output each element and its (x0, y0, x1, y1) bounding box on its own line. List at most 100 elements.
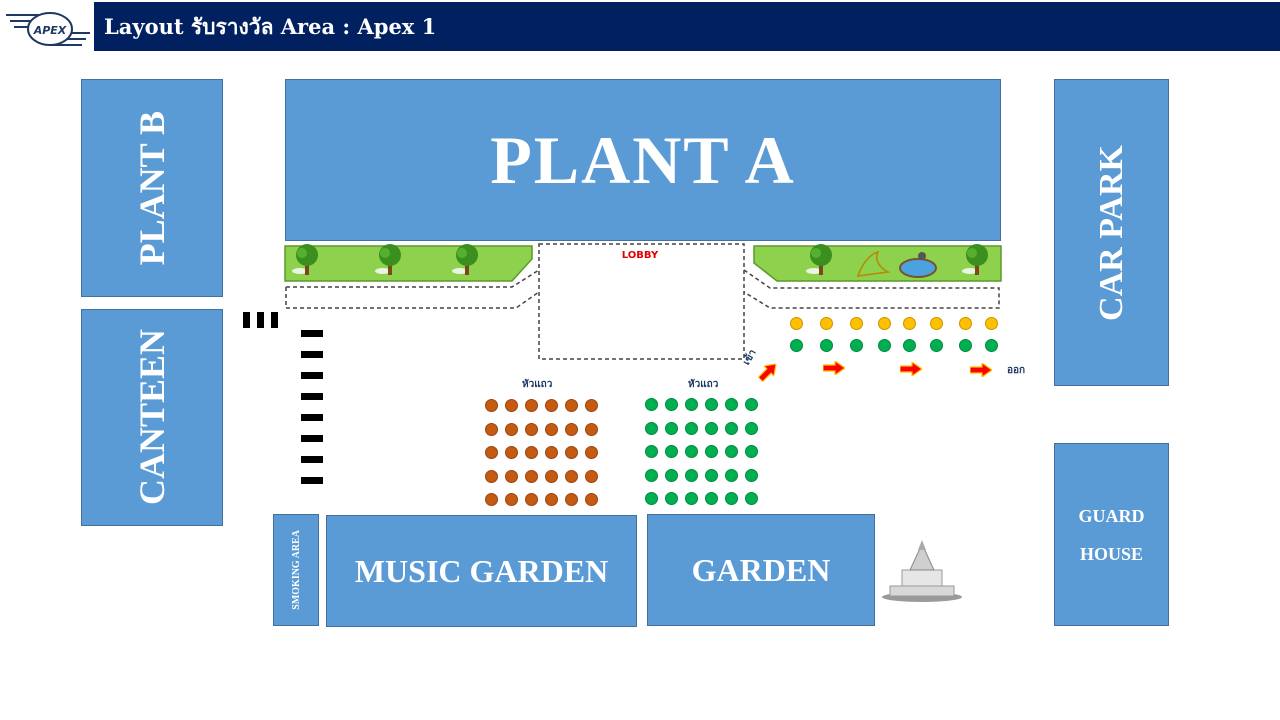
seat-orange (505, 422, 518, 436)
logo-text: APEX (33, 24, 67, 37)
seat-green (705, 468, 718, 482)
seat-green (850, 339, 863, 352)
exit-label: ออก (1007, 365, 1026, 376)
monument-icon (882, 540, 962, 602)
tree-icon (962, 243, 992, 282)
seat-green (745, 421, 758, 435)
seat-green (725, 398, 738, 411)
music-garden-block: MUSIC GARDEN (326, 515, 637, 627)
seat-green (665, 398, 678, 411)
seat-orange (545, 469, 558, 483)
seat-orange (505, 446, 518, 459)
seat-green (790, 339, 803, 352)
seat-green (959, 339, 972, 352)
seat-green (745, 445, 758, 458)
tree-icon (806, 243, 836, 282)
seat-green (745, 398, 758, 411)
seat-green (645, 421, 658, 435)
seat-yellow (930, 317, 943, 330)
seat-green (665, 421, 678, 435)
seat-green (878, 339, 891, 352)
seat-green (903, 339, 916, 352)
seat-green (645, 445, 658, 458)
arrow-icon (969, 361, 994, 382)
seat-green (645, 468, 658, 482)
smoking-area-block: SMOKING AREA (273, 514, 319, 626)
crossing-bar (301, 351, 323, 358)
lobby-area (538, 243, 745, 360)
seat-yellow (820, 317, 833, 330)
garden-block: GARDEN (647, 514, 875, 626)
seat-orange (485, 493, 498, 506)
car-park-label: CAR PARK (1092, 144, 1130, 321)
seat-orange (485, 469, 498, 483)
seat-green (705, 445, 718, 458)
seat-green (685, 445, 698, 458)
seat-orange (585, 493, 598, 506)
seat-green (930, 339, 943, 352)
seat-green (705, 398, 718, 411)
seat-yellow (790, 317, 803, 330)
seat-orange (565, 399, 578, 412)
tree-icon (452, 243, 482, 282)
seat-orange (505, 469, 518, 483)
seat-orange (565, 422, 578, 436)
canteen-block: CANTEEN (81, 309, 223, 526)
seat-green (685, 468, 698, 482)
crossing-bar (301, 435, 323, 442)
apex-logo: APEX (6, 3, 90, 51)
seat-orange (525, 422, 538, 436)
seat-green (985, 339, 998, 352)
seat-orange (485, 399, 498, 412)
pond-decoration-icon (852, 246, 942, 285)
seat-green (685, 421, 698, 435)
tree-icon (375, 243, 405, 282)
seat-yellow (959, 317, 972, 330)
seat-orange (545, 422, 558, 436)
seat-green (685, 398, 698, 411)
seat-orange (485, 422, 498, 436)
crossing-bar (257, 312, 264, 328)
page-title: Layout รับรางวัล Area : Apex 1 (94, 2, 1280, 51)
crossing-bar (301, 456, 323, 463)
row-head-label-2: หัวแถว (688, 379, 719, 390)
crossing-bar (301, 393, 323, 400)
seat-orange (585, 422, 598, 436)
crossing-bar (271, 312, 278, 328)
seat-green (725, 421, 738, 435)
arrow-icon (899, 360, 924, 381)
seat-orange (545, 446, 558, 459)
walkways (285, 243, 1000, 360)
seat-green (705, 492, 718, 505)
seat-orange (505, 399, 518, 412)
crossing-bar (243, 312, 250, 328)
seat-orange (565, 446, 578, 459)
lobby-label: LOBBY (621, 250, 659, 261)
guard-house-block: GUARD HOUSE (1054, 443, 1169, 626)
arrow-icon (822, 359, 847, 380)
seat-green (705, 421, 718, 435)
seat-green (665, 468, 678, 482)
smoking-area-label: SMOKING AREA (290, 530, 302, 610)
seat-green (820, 339, 833, 352)
seat-yellow (903, 317, 916, 330)
seat-orange (505, 493, 518, 506)
crossing-bar (301, 477, 323, 484)
crossing-bar (301, 414, 323, 421)
seat-green (725, 492, 738, 505)
seat-orange (585, 469, 598, 483)
seat-green (685, 492, 698, 505)
seat-orange (585, 399, 598, 412)
canteen-label: CANTEEN (132, 329, 172, 506)
seat-orange (525, 446, 538, 459)
row-head-label-1: หัวแถว (522, 379, 553, 390)
seat-green (745, 468, 758, 482)
seat-green (645, 398, 658, 411)
seat-orange (525, 469, 538, 483)
seat-orange (565, 493, 578, 506)
seat-yellow (850, 317, 863, 330)
plant-b-label: PLANT B (132, 110, 172, 266)
crossing-bar (301, 372, 323, 379)
seat-green (725, 468, 738, 482)
guard-house-label-1: GUARD (1078, 505, 1145, 526)
